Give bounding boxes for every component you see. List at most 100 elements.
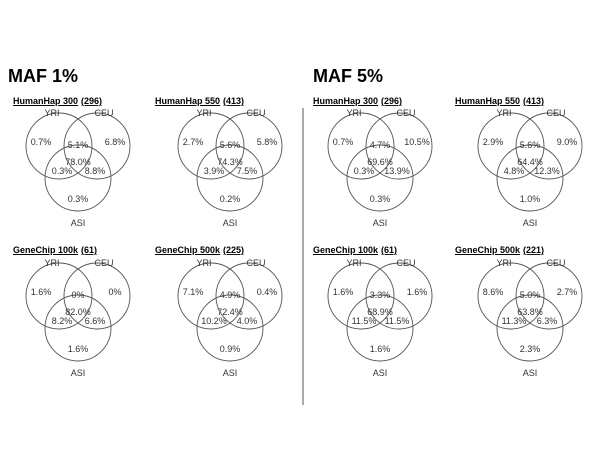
- value-yri-ceu: 3.3%: [370, 290, 391, 300]
- value-yri-only: 0.7%: [31, 137, 52, 147]
- value-ceu-asi: 7.5%: [237, 166, 258, 176]
- value-yri-asi: 11.3%: [502, 316, 527, 326]
- value-yri-asi: 0.3%: [52, 166, 73, 176]
- venn-circle-ceu: [63, 112, 131, 180]
- value-yri-ceu: 4.9%: [220, 290, 241, 300]
- value-ceu-only: 0.4%: [257, 287, 278, 297]
- population-label-asi: ASI: [223, 218, 238, 228]
- value-all-three: 64.4%: [517, 157, 543, 167]
- value-all-three: 63.8%: [517, 307, 543, 317]
- venn-circle-asi: [196, 144, 264, 212]
- section-title: MAF 5%: [313, 66, 383, 86]
- chip-count: (221): [523, 245, 544, 255]
- value-asi-only: 1.0%: [520, 194, 541, 204]
- value-yri-ceu: 5.6%: [220, 140, 241, 150]
- value-yri-asi: 0.3%: [354, 166, 375, 176]
- venn-circle-ceu: [215, 112, 283, 180]
- value-ceu-asi: 13.9%: [384, 166, 410, 176]
- population-label-yri: YRI: [496, 258, 511, 268]
- population-label-asi: ASI: [71, 368, 86, 378]
- population-label-ceu: CEU: [546, 258, 565, 268]
- population-label-ceu: CEU: [246, 258, 265, 268]
- venn-circle-ceu: [63, 262, 131, 330]
- population-label-yri: YRI: [346, 108, 361, 118]
- chip-name: GeneChip 500k: [155, 245, 221, 255]
- value-yri-asi: 4.8%: [504, 166, 525, 176]
- panel-title: HumanHap 300(296): [313, 96, 402, 106]
- value-yri-ceu: 4.7%: [370, 140, 391, 150]
- population-label-ceu: CEU: [94, 108, 113, 118]
- value-all-three: 72.4%: [217, 307, 243, 317]
- chip-name: GeneChip 100k: [13, 245, 79, 255]
- venn-circle-asi: [44, 144, 112, 212]
- venn-circle-asi: [44, 294, 112, 362]
- value-ceu-only: 6.8%: [105, 137, 126, 147]
- value-yri-only: 0.7%: [333, 137, 354, 147]
- venn-circle-asi: [496, 294, 564, 362]
- value-ceu-only: 9.0%: [557, 137, 578, 147]
- panel-title: GeneChip 500k(221): [455, 245, 544, 255]
- venn-circle-yri: [477, 112, 545, 180]
- population-label-asi: ASI: [523, 368, 538, 378]
- venn-circle-ceu: [365, 112, 433, 180]
- venn-circle-ceu: [215, 262, 283, 330]
- value-yri-only: 2.7%: [183, 137, 204, 147]
- value-all-three: 68.9%: [367, 307, 393, 317]
- panel-title: GeneChip 100k(61): [313, 245, 397, 255]
- value-ceu-only: 0%: [108, 287, 121, 297]
- value-asi-only: 2.3%: [520, 344, 541, 354]
- panel-title: HumanHap 550(413): [155, 96, 244, 106]
- venn-circle-ceu: [515, 262, 583, 330]
- population-label-asi: ASI: [71, 218, 86, 228]
- value-asi-only: 0.3%: [370, 194, 391, 204]
- panel-title: HumanHap 300(296): [13, 96, 102, 106]
- value-all-three: 78.0%: [65, 157, 91, 167]
- chip-count: (61): [81, 245, 97, 255]
- value-asi-only: 0.9%: [220, 344, 241, 354]
- value-ceu-asi: 6.6%: [85, 316, 106, 326]
- venn-circle-ceu: [365, 262, 433, 330]
- population-label-ceu: CEU: [546, 108, 565, 118]
- value-asi-only: 1.6%: [68, 344, 89, 354]
- population-label-asi: ASI: [523, 218, 538, 228]
- population-label-yri: YRI: [196, 258, 211, 268]
- population-label-ceu: CEU: [396, 258, 415, 268]
- chip-name: GeneChip 500k: [455, 245, 521, 255]
- value-ceu-only: 2.7%: [557, 287, 578, 297]
- value-yri-only: 1.6%: [333, 287, 354, 297]
- chip-count: (225): [223, 245, 244, 255]
- chip-name: HumanHap 550: [155, 96, 220, 106]
- value-ceu-asi: 11.5%: [385, 316, 410, 326]
- population-label-yri: YRI: [496, 108, 511, 118]
- chip-count: (413): [523, 96, 544, 106]
- chip-count: (296): [381, 96, 402, 106]
- venn-circle-yri: [327, 112, 395, 180]
- population-label-yri: YRI: [44, 108, 59, 118]
- value-ceu-only: 1.6%: [407, 287, 428, 297]
- population-label-asi: ASI: [373, 368, 388, 378]
- venn-circle-asi: [496, 144, 564, 212]
- population-label-ceu: CEU: [246, 108, 265, 118]
- value-yri-only: 2.9%: [483, 137, 504, 147]
- panel-title: GeneChip 100k(61): [13, 245, 97, 255]
- venn-circle-asi: [346, 144, 414, 212]
- chip-name: GeneChip 100k: [313, 245, 379, 255]
- venn-circle-yri: [177, 262, 245, 330]
- venn-circle-yri: [327, 262, 395, 330]
- value-yri-asi: 11.5%: [352, 316, 377, 326]
- value-yri-asi: 10.2%: [201, 316, 227, 326]
- value-yri-only: 8.6%: [483, 287, 504, 297]
- chip-name: HumanHap 300: [313, 96, 378, 106]
- value-ceu-only: 10.5%: [404, 137, 430, 147]
- panel-title: HumanHap 550(413): [455, 96, 544, 106]
- value-yri-ceu: 5.1%: [68, 140, 89, 150]
- value-yri-asi: 8.2%: [52, 316, 73, 326]
- value-ceu-only: 5.8%: [257, 137, 278, 147]
- value-yri-ceu: 0%: [71, 290, 84, 300]
- value-ceu-asi: 8.8%: [85, 166, 106, 176]
- venn-circle-asi: [346, 294, 414, 362]
- value-yri-ceu: 5.6%: [520, 140, 541, 150]
- panel-title: GeneChip 500k(225): [155, 245, 244, 255]
- value-ceu-asi: 6.3%: [537, 316, 558, 326]
